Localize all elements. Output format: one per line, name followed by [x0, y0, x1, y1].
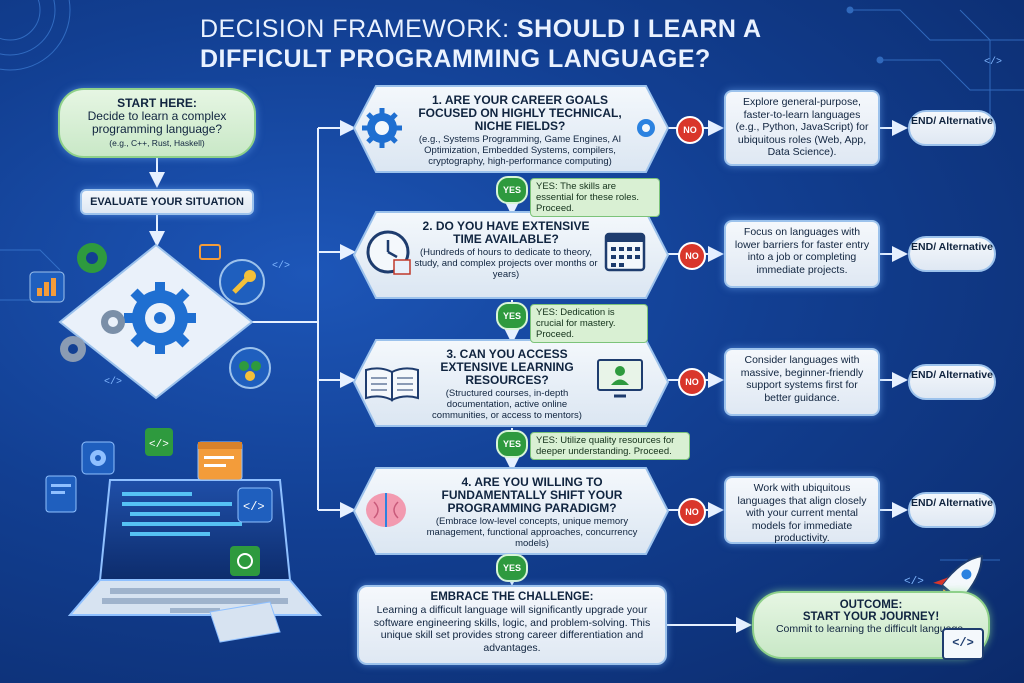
clock-icon [366, 230, 411, 275]
gear-icon [637, 119, 655, 137]
question-3-detail: (Structured courses, in-depth documentat… [432, 388, 582, 421]
start-node: START HERE: Decide to learn a complex pr… [58, 88, 256, 158]
yes-badge: YES [496, 554, 528, 582]
code-window-icon [45, 475, 77, 513]
code-bracket-icon: </> [237, 487, 273, 523]
code-bracket-icon: </> [272, 260, 290, 272]
question-4-title: 4. ARE YOU WILLING TO FUNDAMENTALLY SHIF… [441, 475, 623, 515]
gear-icon [81, 441, 115, 475]
decision-hexagons [352, 85, 670, 555]
yes-badge: YES [496, 302, 528, 330]
calendar-icon [604, 232, 646, 272]
code-bracket-icon: </> [904, 576, 924, 588]
outcome-subtitle: START YOUR JOURNEY! [802, 611, 940, 623]
no-badge: NO [678, 242, 706, 270]
window-tile-icon [199, 244, 221, 260]
monitor-person-icon [597, 359, 643, 398]
end-node: END/ Alternative [908, 110, 996, 146]
question-4-detail: (Embrace low-level concepts, unique memo… [426, 516, 638, 549]
yes-note: YES: The skills are essential for these … [530, 178, 660, 217]
evaluate-node: EVALUATE YOUR SITUATION [80, 189, 254, 215]
gear-icon [101, 310, 125, 334]
question-1-title: 1. ARE YOUR CAREER GOALS FOCUSED ON HIGH… [418, 93, 622, 133]
title-part1: DECISION FRAMEWORK: [200, 15, 517, 43]
hexagon-q4 [352, 467, 670, 555]
outcome-node: OUTCOME: START YOUR JOURNEY! Commit to l… [752, 591, 990, 659]
code-bracket-icon: </> [984, 56, 1002, 68]
code-bracket-icon: </> [104, 376, 122, 388]
yes-note: YES: Utilize quality resources for deepe… [530, 432, 690, 460]
no-badge: NO [676, 116, 704, 144]
yes-note: YES: Dedication is crucial for mastery. … [530, 304, 648, 343]
embrace-node: EMBRACE THE CHALLENGE: Learning a diffic… [357, 585, 667, 665]
no-badge: NO [678, 368, 706, 396]
question-2: 2. DO YOU HAVE EXTENSIVE TIME AVAILABLE?… [410, 219, 602, 281]
end-node: END/ Alternative [908, 364, 996, 400]
start-examples: (e.g., C++, Rust, Haskell) [109, 138, 205, 148]
title-part2: SHOULD I LEARN A [516, 15, 762, 43]
brain-icon [366, 493, 406, 527]
people-icon [229, 347, 271, 389]
no-badge: NO [678, 498, 706, 526]
hexagon-q1 [352, 85, 670, 173]
end-node: END/ Alternative [908, 492, 996, 528]
gear-icon [362, 108, 402, 148]
code-window-icon [197, 441, 243, 481]
question-2-title: 2. DO YOU HAVE EXTENSIVE TIME AVAILABLE? [422, 219, 590, 246]
start-title: START HERE: [117, 96, 197, 110]
question-1: 1. ARE YOUR CAREER GOALS FOCUSED ON HIGH… [406, 93, 634, 168]
question-2-detail: (Hundreds of hours to dedicate to theory… [414, 247, 598, 280]
laptop-icon [67, 479, 323, 616]
refresh-icon [230, 546, 260, 576]
gear-icon [60, 336, 86, 362]
book-icon [365, 367, 419, 402]
title-part3: DIFFICULT PROGRAMMING LANGUAGE? [200, 45, 711, 73]
central-gear-diamond [58, 243, 254, 400]
embrace-title: EMBRACE THE CHALLENGE: [430, 591, 594, 603]
embrace-detail: Learning a difficult language will signi… [373, 604, 651, 654]
question-1-detail: (e.g., Systems Programming, Game Engines… [418, 134, 622, 167]
question-3-title: 3. CAN YOU ACCESS EXTENSIVE LEARNING RES… [440, 347, 574, 387]
alternative-box: Explore general-purpose, faster-to-learn… [724, 90, 880, 166]
gear-icon [77, 243, 107, 273]
alternative-box: Focus on languages with lower barriers f… [724, 220, 880, 288]
outcome-title: OUTCOME: [839, 599, 903, 611]
svg-text:</>: </> [243, 500, 265, 514]
end-node: END/ Alternative [908, 236, 996, 272]
start-question: Decide to learn a complex programming la… [87, 109, 227, 136]
code-bracket-icon: </> [145, 428, 173, 456]
alternative-box: Consider languages with massive, beginne… [724, 348, 880, 416]
alternative-box: Work with ubiquitous languages that alig… [724, 476, 880, 544]
gear-icon [124, 282, 196, 354]
chart-tile-icon [29, 271, 65, 303]
document-icon [209, 601, 281, 643]
wrench-icon [219, 259, 265, 305]
yes-badge: YES [496, 176, 528, 204]
yes-badge: YES [496, 430, 528, 458]
code-bracket-icon: </> [942, 628, 984, 660]
svg-text:</>: </> [149, 439, 169, 451]
question-3: 3. CAN YOU ACCESS EXTENSIVE LEARNING RES… [418, 347, 596, 422]
question-4: 4. ARE YOU WILLING TO FUNDAMENTALLY SHIF… [416, 475, 648, 550]
outcome-detail: Commit to learning the difficult languag… [775, 623, 967, 635]
